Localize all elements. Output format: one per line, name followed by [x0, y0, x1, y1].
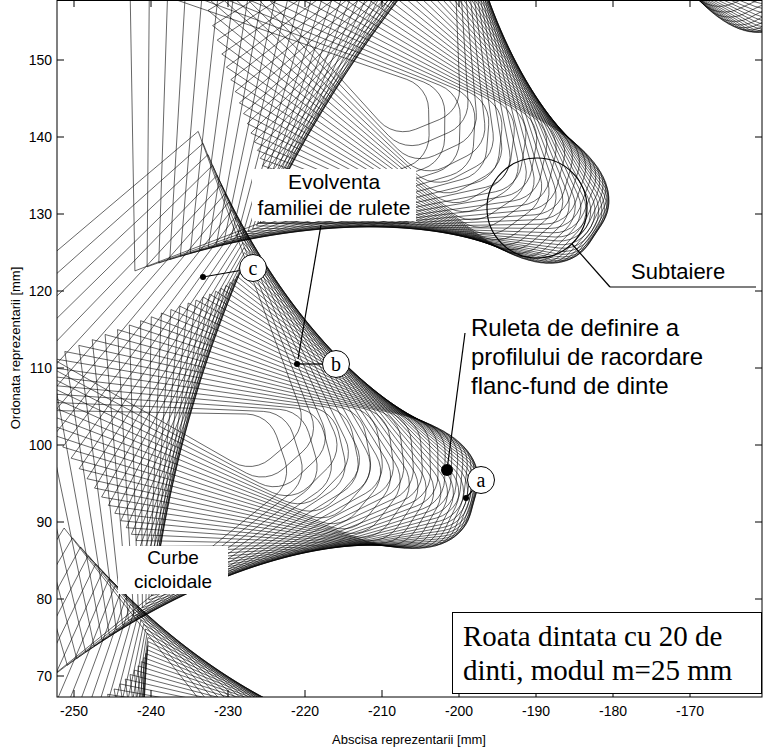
tick-label: -220	[291, 703, 319, 720]
tick-label: 110	[30, 360, 52, 377]
callout-circle: b	[322, 350, 350, 378]
tick-label: 80	[36, 591, 52, 608]
axis-title: Ordonata reprezentarii [mm]	[8, 267, 24, 430]
tick-label: -210	[368, 703, 396, 720]
tick-mark	[305, 690, 306, 697]
tick-label: 150	[29, 52, 52, 69]
box-text: Roata dintata cu 20 de dinti, modul m=25…	[463, 619, 751, 687]
marker-dot	[294, 361, 300, 367]
annotation-label: Ruleta de definire a profilului de racor…	[468, 313, 724, 400]
tick-mark	[74, 0, 75, 7]
tick-label: -230	[214, 703, 242, 720]
annotation-label: Curbe cicloidale	[118, 546, 228, 594]
tick-mark	[755, 522, 762, 523]
callout-letter: b	[331, 354, 341, 374]
underline	[258, 222, 409, 223]
leader-line	[447, 333, 465, 470]
tick-label: -240	[137, 703, 165, 720]
leader-line	[203, 271, 240, 278]
tick-mark	[57, 368, 64, 369]
tick-label: -170	[676, 703, 704, 720]
tick-mark	[74, 690, 75, 697]
annotation-label: Evolventa familiei de rulete	[252, 169, 416, 221]
tick-label: 100	[29, 437, 52, 454]
leader-line	[572, 244, 610, 287]
tick-mark	[755, 214, 762, 215]
tick-label: 120	[29, 283, 52, 300]
tick-mark	[57, 676, 64, 677]
callout-circle: c	[239, 254, 267, 282]
tick-mark	[57, 291, 64, 292]
tick-label: -200	[445, 703, 473, 720]
axis-ticks	[57, 0, 762, 697]
tick-mark	[57, 599, 64, 600]
tick-mark	[690, 0, 691, 7]
leader-line	[298, 225, 321, 359]
tick-label: -180	[599, 703, 627, 720]
tick-mark	[382, 690, 383, 697]
callout-letter: c	[249, 258, 258, 278]
annotation-label: Subtaiere	[628, 259, 728, 285]
tick-mark	[305, 0, 306, 7]
tick-mark	[755, 368, 762, 369]
callout-circle: a	[467, 466, 495, 494]
tick-mark	[57, 214, 64, 215]
tick-label: 90	[36, 514, 52, 531]
tick-mark	[613, 0, 614, 7]
plot-frame	[57, 1, 762, 698]
axis-title: Abscisa reprezentarii [mm]	[332, 732, 486, 748]
tick-label: -190	[522, 703, 550, 720]
tick-mark	[151, 690, 152, 697]
info-box: Roata dintata cu 20 de dinti, modul m=25…	[452, 612, 762, 694]
tick-label: 130	[29, 206, 52, 223]
tick-label: -250	[60, 703, 88, 720]
tick-mark	[755, 60, 762, 61]
tick-mark	[57, 522, 64, 523]
tick-mark	[228, 0, 229, 7]
marker-dot	[200, 274, 206, 280]
tick-mark	[755, 291, 762, 292]
marker-dot	[441, 464, 453, 476]
leader-line	[297, 363, 323, 364]
tick-mark	[459, 0, 460, 7]
marker-dot	[463, 495, 469, 501]
roulette-curves	[57, 0, 762, 697]
callout-letter: a	[477, 470, 486, 490]
tick-mark	[536, 0, 537, 7]
tick-mark	[382, 0, 383, 7]
tick-label: 70	[36, 668, 52, 685]
tick-mark	[57, 60, 64, 61]
tick-mark	[755, 599, 762, 600]
tick-label: 140	[29, 129, 52, 146]
underline	[610, 286, 756, 287]
tick-mark	[57, 445, 64, 446]
tick-mark	[228, 690, 229, 697]
tick-mark	[755, 445, 762, 446]
undercut-circle	[487, 158, 587, 258]
tick-mark	[151, 0, 152, 7]
tick-mark	[755, 137, 762, 138]
tick-mark	[57, 137, 64, 138]
